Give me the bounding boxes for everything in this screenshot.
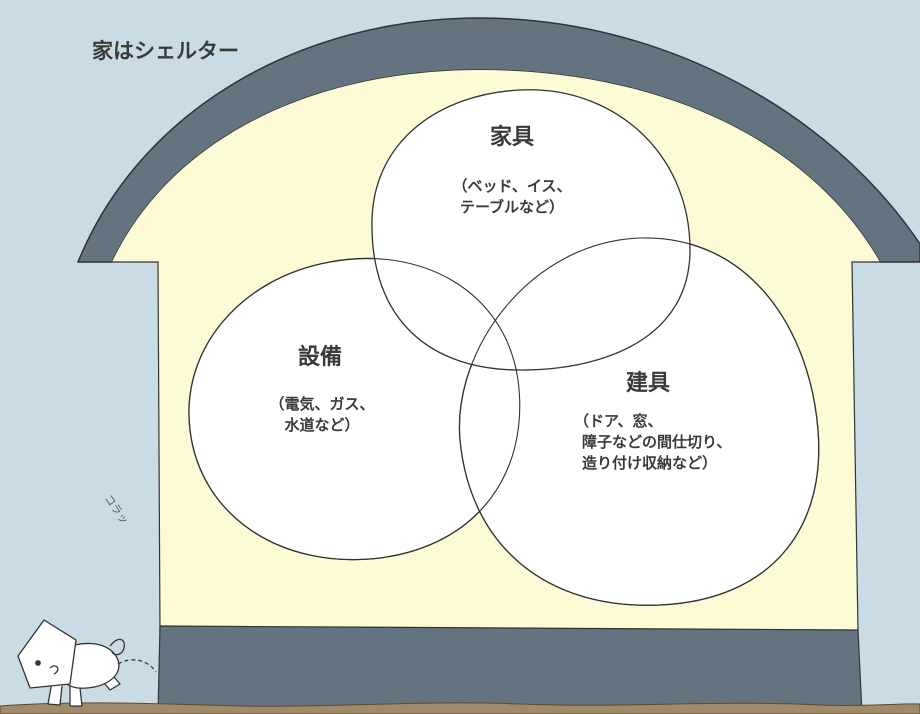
setsubi-heading: 設備	[298, 344, 342, 370]
ground	[0, 702, 920, 714]
house-foundation	[157, 625, 863, 714]
circle-tategu-outline	[458, 237, 820, 606]
kagu-heading: 家具	[490, 124, 534, 150]
tategu-detail-line-2: 障子などの間仕切り、	[582, 433, 731, 451]
setsubi-detail-line-1: （電気、ガス、	[269, 395, 374, 413]
tategu-heading: 建具	[626, 371, 670, 396]
house-wall-left-edge	[112, 261, 161, 633]
setsubi-detail-line-2: 水道など）	[284, 416, 359, 434]
tategu-detail-line-1: （ドア、窓、	[574, 412, 663, 430]
kagu-detail-line-2: テーブルなど）	[460, 198, 564, 216]
circle-setsubi-outline	[188, 257, 521, 561]
house-wall-right-edge	[851, 261, 880, 633]
circle-kagu	[371, 89, 691, 371]
kagu-detail-line-1: （ベッド、イス、	[453, 177, 572, 195]
tategu-detail-line-3: 造り付け収納など）	[582, 454, 717, 472]
page-title: 家はシェルター	[92, 39, 239, 63]
mascot-character	[17, 619, 157, 707]
